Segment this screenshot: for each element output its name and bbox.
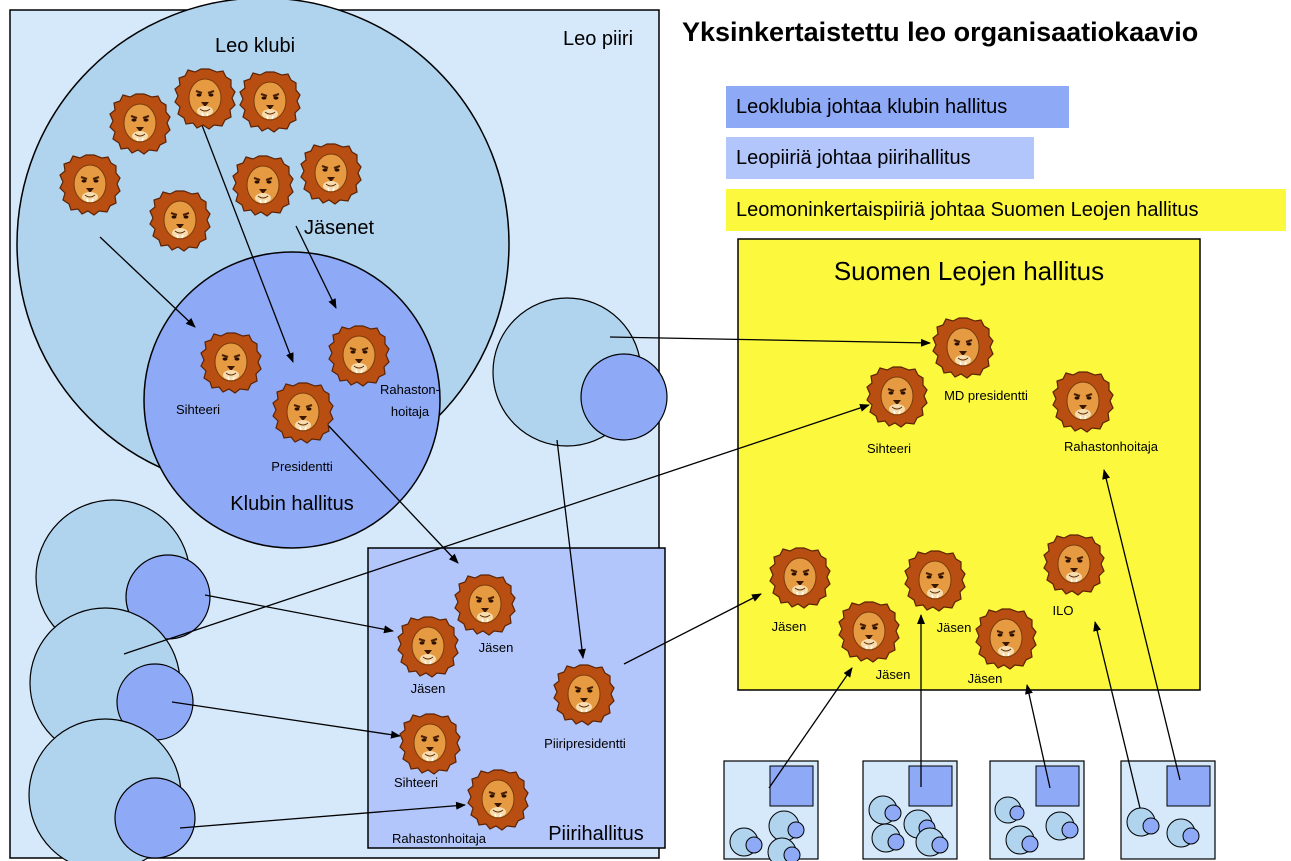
club-president-label: Presidentti [271,459,333,474]
national-md-president-label: MD presidentti [944,388,1028,403]
mini-district-1 [723,760,819,861]
national-member1-label: Jäsen [772,619,807,634]
district-board-label: Piirihallitus [548,823,644,845]
national-member3-label: Jäsen [937,620,972,635]
district-member1-label: Jäsen [479,640,514,655]
other-club-board-circle [580,353,668,441]
national-treasurer-label: Rahastonhoitaja [1064,439,1159,454]
members-label: Jäsenet [304,217,374,239]
mini-district-4 [1120,760,1216,860]
club-treasurer-label: Rahaston-hoitaja [380,382,440,419]
club-board-label: Klubin hallitus [230,493,353,515]
club-secretary-label: Sihteeri [176,402,220,417]
legend-multiple-district: Leomoninkertaispiiriä johtaa Suomen Leoj… [726,189,1286,231]
national-member4-label: Jäsen [968,671,1003,686]
legend-district: Leopiiriä johtaa piirihallitus [726,137,1034,179]
national-ilo-label: ILO [1053,603,1074,618]
national-member2-label: Jäsen [876,667,911,682]
leo-district-label: Leo piiri [563,28,633,50]
legend-club: Leoklubia johtaa klubin hallitus [726,86,1069,128]
national-board-box [737,238,1201,691]
mini-district-2 [862,760,958,860]
mini-district-3 [989,760,1085,860]
district-president-label: Piiripresidentti [544,736,626,751]
national-board-label: Suomen Leojen hallitus [834,256,1104,286]
national-secretary-label: Sihteeri [867,441,911,456]
club-board-circle-c [114,777,196,859]
diagram-title: Yksinkertaistettu leo organisaatiokaavio [682,17,1199,47]
arrows [99,119,1181,829]
district-secretary-label: Sihteeri [394,775,438,790]
district-treasurer-label: Rahastonhoitaja [392,831,487,846]
leo-club-label: Leo klubi [215,35,295,57]
district-member2-label: Jäsen [411,681,446,696]
